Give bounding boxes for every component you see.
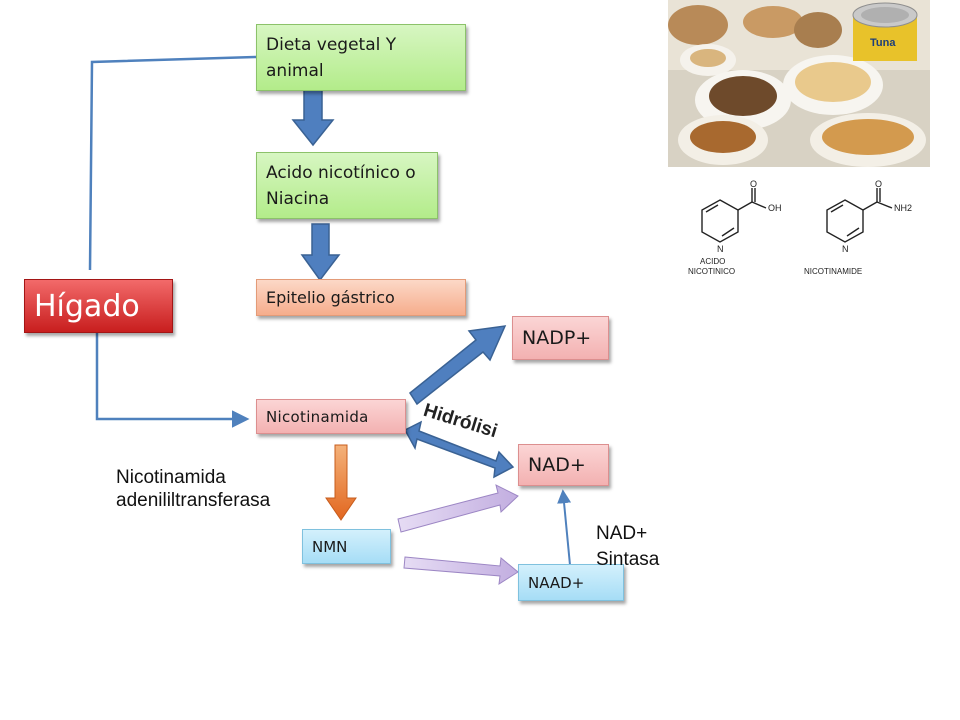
nicotinamida-label: Nicotinamida xyxy=(266,407,369,426)
higado-box: Hígado xyxy=(24,279,173,333)
nmn-to-naad-arrow xyxy=(403,556,519,585)
naad-label: NAAD+ xyxy=(528,573,585,592)
nicotinamide-struct-label: NICOTINAMIDE xyxy=(804,267,862,276)
nmn-box: NMN xyxy=(302,529,391,564)
nadp-label: NADP+ xyxy=(522,327,592,349)
nad-label: NAD+ xyxy=(528,454,586,476)
sintasa-label-line1: NAD+ xyxy=(596,523,648,544)
enzyme-label-line1: Nicotinamida xyxy=(116,467,226,488)
svg-text:N: N xyxy=(717,244,724,254)
nicotinamida-to-nadp-arrow xyxy=(409,325,507,406)
acido-to-epitelio-arrow xyxy=(300,223,341,282)
oh-group: OH xyxy=(768,203,782,213)
chemical-structures: N O OH N O NH2 ACIDO NICOTINICO NICOTINA… xyxy=(688,179,912,276)
naad-box: NAAD+ xyxy=(518,564,624,601)
acido-nicotinico-structure xyxy=(701,188,767,243)
naad-to-nad-connector xyxy=(557,489,572,566)
nmn-to-nad-arrow xyxy=(397,484,519,533)
higado-nicotinamida-connector xyxy=(95,333,250,428)
enzyme-label-line2: adenililtransferasa xyxy=(116,490,271,511)
svg-text:O: O xyxy=(750,179,757,189)
higado-dieta-connector xyxy=(88,55,257,271)
higado-label: Hígado xyxy=(34,288,140,324)
nicotinamida-box: Nicotinamida xyxy=(256,399,406,434)
nadp-box: NADP+ xyxy=(512,316,609,360)
enzyme-label: Nicotinamida adenililtransferasa xyxy=(116,466,270,512)
acido-struct-label-1: ACIDO xyxy=(700,257,725,266)
epitelio-label: Epitelio gástrico xyxy=(266,288,395,307)
acido-struct-label-2: NICOTINICO xyxy=(688,267,735,276)
nicotinamida-to-nmn-arrow xyxy=(325,444,357,521)
acido-box: Acido nicotínico o Niacina xyxy=(256,152,438,219)
svg-text:N: N xyxy=(842,244,849,254)
dieta-box: Dieta vegetal Y animal xyxy=(256,24,466,91)
nad-box: NAD+ xyxy=(518,444,609,486)
food-photo: Tuna xyxy=(668,0,930,167)
tin-label: Tuna xyxy=(870,37,896,49)
dieta-label: Dieta vegetal Y animal xyxy=(266,34,397,81)
epitelio-box: Epitelio gástrico xyxy=(256,279,466,316)
svg-text:O: O xyxy=(875,179,882,189)
acido-label: Acido nicotínico o Niacina xyxy=(266,162,416,209)
sintasa-label-line2: Sintasa xyxy=(596,549,660,570)
nh2-group: NH2 xyxy=(894,203,912,213)
nicotinamide-structure xyxy=(826,188,893,243)
nmn-label: NMN xyxy=(312,537,348,556)
nicotinamida-nad-double-arrow xyxy=(403,420,515,479)
dieta-to-acido-arrow xyxy=(291,89,335,147)
sintasa-label: NAD+ Sintasa xyxy=(596,521,659,573)
